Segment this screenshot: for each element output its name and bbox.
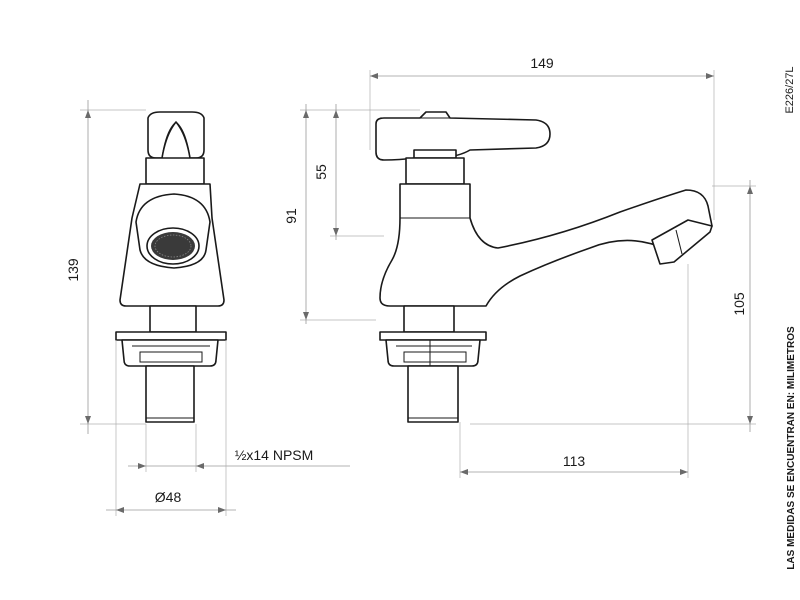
dim-front-height: 139 [65, 258, 81, 282]
front-neck [145, 157, 205, 185]
front-shank [145, 365, 195, 423]
front-handle-lever [161, 121, 191, 159]
dimension-lines [80, 70, 756, 516]
dim-spout-height: 105 [731, 292, 747, 316]
dimension-labels: 149 55 91 139 105 113 ½x14 NPSM Ø48 E226… [65, 55, 797, 570]
dim-overall-width: 149 [530, 55, 554, 71]
dim-spout-reach: 113 [563, 453, 586, 469]
dim-base-diameter: Ø48 [155, 489, 182, 505]
side-stem [403, 305, 455, 333]
side-view [375, 111, 713, 423]
front-flange [115, 331, 227, 341]
side-handle-hub [413, 149, 457, 159]
front-view [115, 111, 227, 423]
side-aerator [651, 219, 713, 265]
units-note: LAS MEDIDAS SE ENCUENTRAN EN: MILIMETROS [786, 326, 797, 570]
drawing-code: E226/27L [784, 66, 796, 113]
side-flange [379, 331, 487, 341]
front-handle [147, 111, 205, 159]
side-shank [407, 365, 459, 423]
dim-thread: ½x14 NPSM [235, 447, 314, 463]
front-stem [149, 305, 197, 333]
side-neck [405, 157, 465, 185]
front-aerator-mesh [151, 232, 195, 260]
dim-handle-to-base: 91 [283, 208, 299, 224]
dim-handle-height: 55 [313, 164, 329, 180]
side-handle [375, 111, 551, 161]
